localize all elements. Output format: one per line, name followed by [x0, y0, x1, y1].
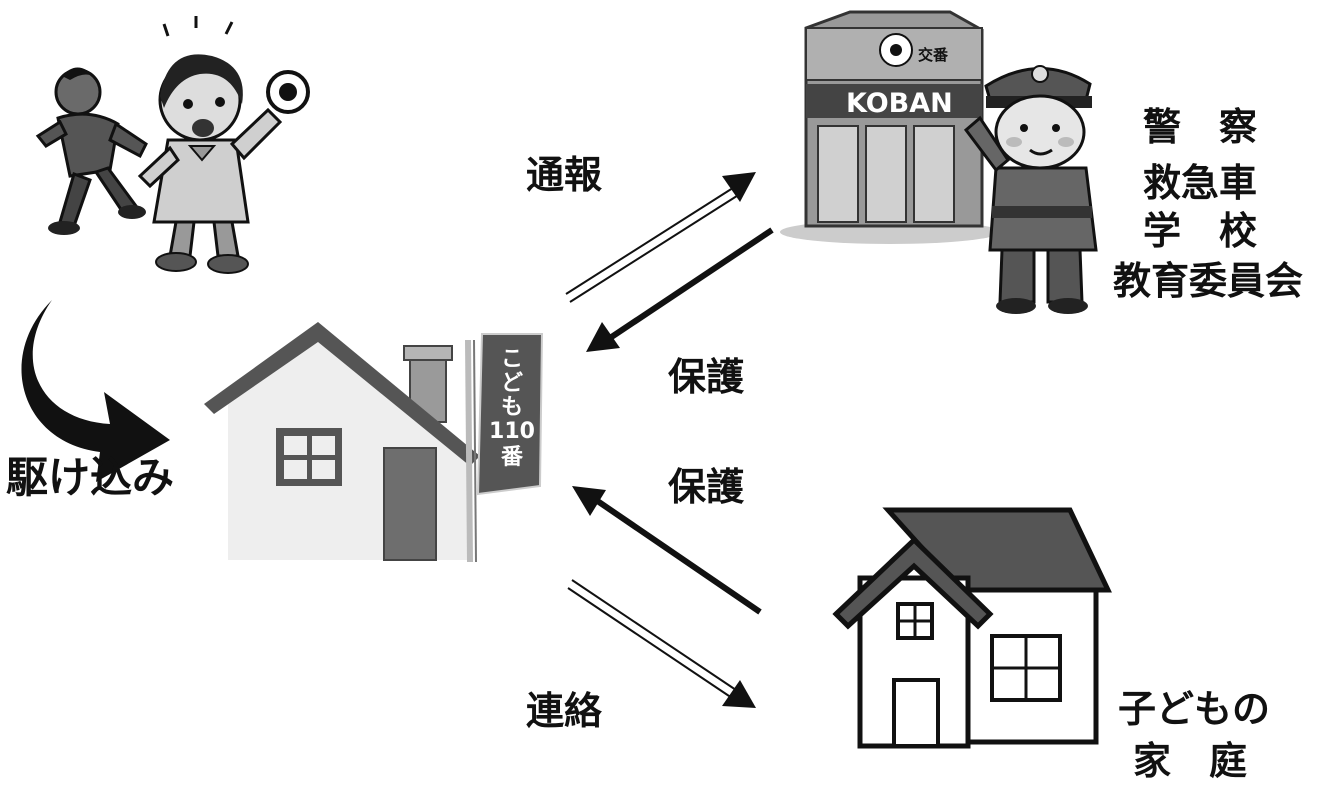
police-emblem-icon — [879, 33, 913, 67]
label-run-in: 駆け込み — [6, 453, 174, 502]
label-contact: 連絡 — [526, 689, 602, 733]
report-arrow — [565, 172, 756, 303]
label-family-home: 家 庭 — [1133, 739, 1247, 783]
protect-arrow-top — [586, 227, 774, 352]
svg-text:ど: ど — [501, 371, 523, 396]
agency-police: 警 察 — [1143, 105, 1257, 149]
label-family-child: 子どもの — [1118, 687, 1270, 731]
kodomo-110-banner: こ ど も 110 番 — [476, 333, 544, 496]
label-report: 通報 — [526, 153, 602, 197]
house-door — [383, 447, 437, 561]
agency-education-board: 教育委員会 — [1113, 259, 1303, 303]
koban-police-box: 交番 KOBAN — [780, 10, 1000, 244]
family-house — [832, 507, 1112, 749]
label-protect-top: 保護 — [668, 355, 745, 399]
agencies-list: 警 察 救急車 学 校 教育委員会 — [1113, 105, 1303, 303]
svg-text:KOBAN: KOBAN — [846, 88, 953, 119]
fleeing-children-illustration — [35, 16, 310, 274]
curved-arrow-shape — [21, 300, 170, 482]
svg-text:110: 110 — [489, 419, 535, 444]
house-window — [276, 428, 342, 486]
family-house-window-large — [990, 634, 1062, 702]
agency-school: 学 校 — [1143, 209, 1257, 253]
label-protect-bottom: 保護 — [668, 465, 745, 509]
police-officer-figure — [963, 65, 1098, 314]
family-house-window-small — [896, 602, 934, 640]
kodomo-110-house: こ ど も 110 番 — [204, 322, 544, 563]
svg-text:番: 番 — [500, 445, 524, 470]
family-label: 子どもの 家 庭 — [1118, 687, 1270, 783]
svg-text:こ: こ — [501, 347, 523, 372]
protect-arrow-bottom — [572, 486, 762, 615]
contact-arrow — [567, 579, 756, 708]
running-boy-figure — [35, 67, 148, 235]
svg-text:も: も — [501, 395, 523, 420]
svg-text:交番: 交番 — [918, 46, 949, 64]
girl-with-alarm-figure — [137, 16, 310, 274]
family-house-door — [892, 678, 940, 748]
agency-ambulance: 救急車 — [1143, 161, 1257, 205]
